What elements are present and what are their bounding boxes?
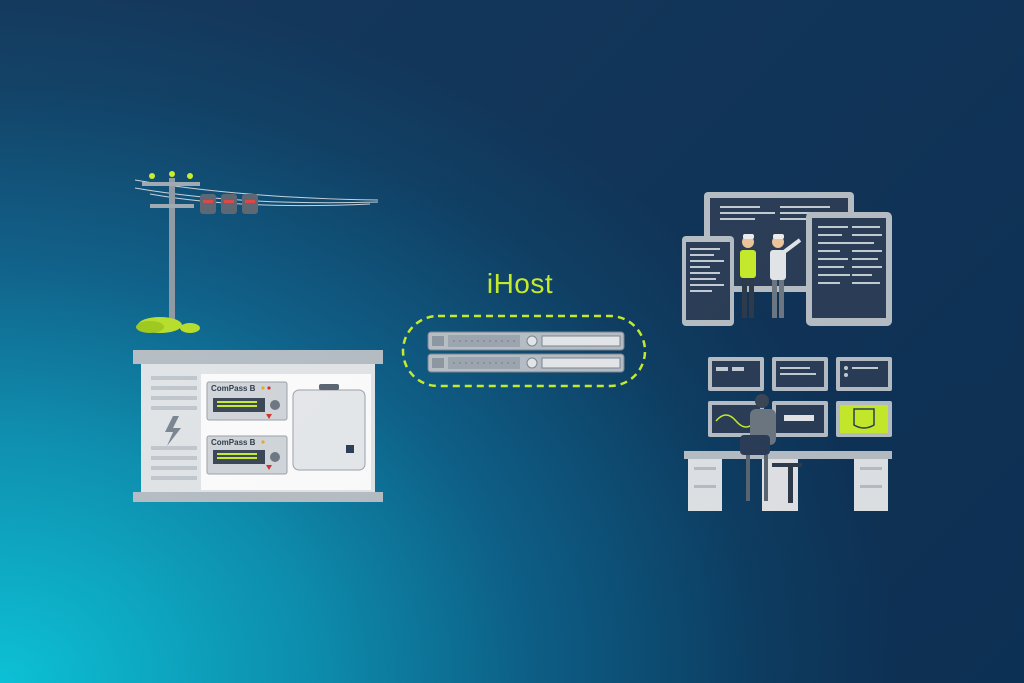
control-room-illustration (680, 355, 895, 515)
ihost-label: iHost (470, 268, 570, 300)
compass-module-label-top: ComPass B (211, 384, 255, 393)
compass-module-label-bottom: ComPass B (211, 438, 255, 447)
ihost-server-rack (400, 312, 650, 392)
utility-pole-icon (120, 160, 400, 340)
monitoring-devices-illustration (680, 190, 895, 330)
substation-cabinet (133, 350, 383, 505)
